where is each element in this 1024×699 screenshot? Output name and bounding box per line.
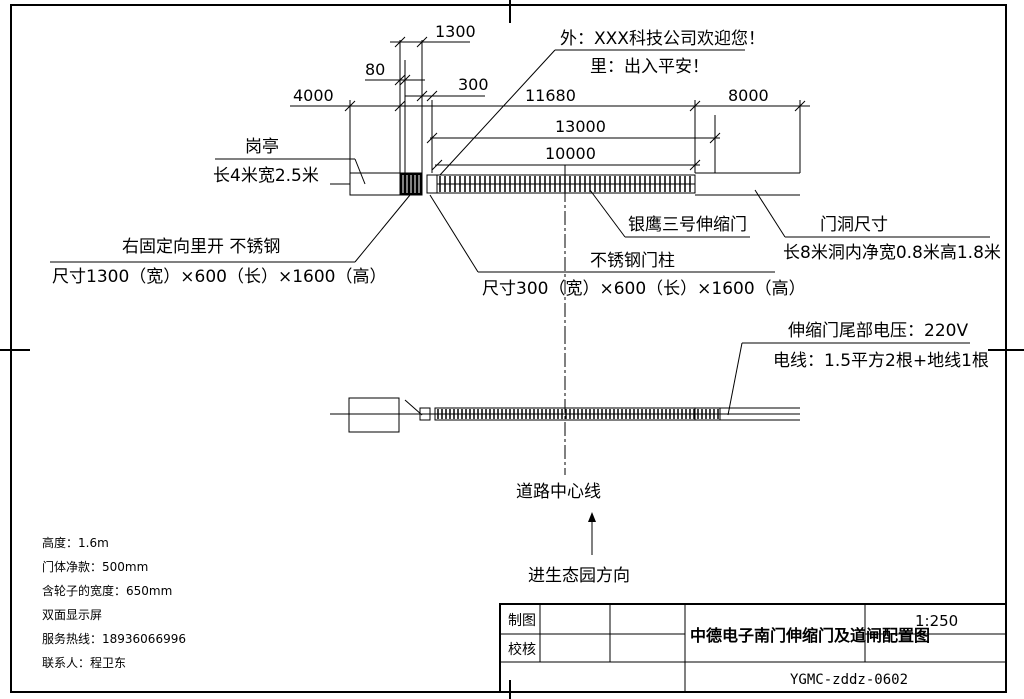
title-checked: 校核	[508, 641, 536, 658]
spec-line: 含轮子的宽度：650mm	[42, 583, 172, 598]
dim-8000: 8000	[728, 86, 769, 105]
dim-80: 80	[365, 60, 385, 79]
title-drawn: 制图	[508, 613, 536, 629]
title-block: 制图 校核 中德电子南门伸缩门及道闸配置图 1:250 YGMC-zddz-06…	[499, 603, 1007, 693]
steel-post-label: 不锈钢门柱 尺寸300（宽）×600（长）×1600（高）	[429, 194, 806, 299]
booth-lower	[348, 397, 400, 433]
dim-1300: 1300	[435, 22, 476, 41]
sign-outer: 外：XXX科技公司欢迎您！	[560, 29, 765, 49]
guard-booth	[349, 172, 401, 196]
wire: 电线：1.5平方2根+地线1根	[773, 351, 989, 371]
booth-size: 长4米宽2.5米	[213, 166, 319, 186]
post-size: 尺寸300（宽）×600（长）×1600（高）	[482, 279, 806, 299]
arrow-up-icon	[588, 512, 596, 522]
dim-4000: 4000	[293, 86, 334, 105]
spec-line: 双面显示屏	[42, 608, 102, 622]
dim-11680: 11680	[525, 86, 576, 105]
dim-13000: 13000	[555, 117, 606, 136]
sign-inner: 里：出入平安！	[590, 57, 709, 77]
entry-direction: 进生态园方向	[528, 566, 630, 586]
spec-notes: 高度：1.6m 门体净款：500mm 含轮子的宽度：650mm 双面显示屏 服务…	[42, 535, 186, 670]
drawing-scale: 1:250	[915, 612, 958, 630]
road-center: 道路中心线	[516, 482, 601, 502]
post-title: 不锈钢门柱	[590, 251, 675, 271]
opening-title: 门洞尺寸	[820, 215, 888, 235]
dim-10000: 10000	[545, 144, 596, 163]
opening-size: 长8米洞内净宽0.8米高1.8米	[783, 243, 1001, 263]
booth-label: 岗亭 长4米宽2.5米	[213, 137, 366, 186]
spec-line: 联系人：程卫东	[42, 655, 126, 670]
voltage: 伸缩门尾部电压：220V	[788, 321, 968, 341]
fixed-size: 尺寸1300（宽）×600（长）×1600（高）	[52, 267, 386, 287]
drawing-code: YGMC-zddz-0602	[790, 672, 908, 688]
lower-view: 伸缩门尾部电压：220V 电线：1.5平方2根+地线1根	[330, 321, 989, 475]
dimension-lines	[290, 36, 810, 176]
drawing-title: 中德电子南门伸缩门及道闸配置图	[690, 626, 930, 645]
steel-post	[426, 174, 438, 194]
top-plan-view	[330, 165, 800, 330]
gate-model: 银鹰三号伸缩门	[628, 215, 747, 235]
fixed-column-label: 右固定向里开 不锈钢 尺寸1300（宽）×600（长）×1600（高）	[50, 194, 411, 287]
spec-line: 高度：1.6m	[42, 535, 109, 550]
spec-line: 门体净款：500mm	[42, 559, 148, 574]
gate-model-label: 银鹰三号伸缩门	[589, 189, 750, 238]
fixed-title: 右固定向里开 不锈钢	[122, 237, 280, 257]
gate-sign: 外：XXX科技公司欢迎您！ 里：出入平安！	[560, 29, 765, 77]
spec-line: 服务热线：18936066996	[42, 631, 186, 646]
road-annotations: 道路中心线 进生态园方向	[516, 482, 630, 586]
opening-label: 门洞尺寸 长8米洞内净宽0.8米高1.8米	[754, 189, 1001, 263]
dimension-texts: 1300 80 300 4000 11680 8000 13000 10000	[293, 22, 769, 163]
booth-title: 岗亭	[245, 137, 279, 157]
dim-300: 300	[458, 75, 489, 94]
